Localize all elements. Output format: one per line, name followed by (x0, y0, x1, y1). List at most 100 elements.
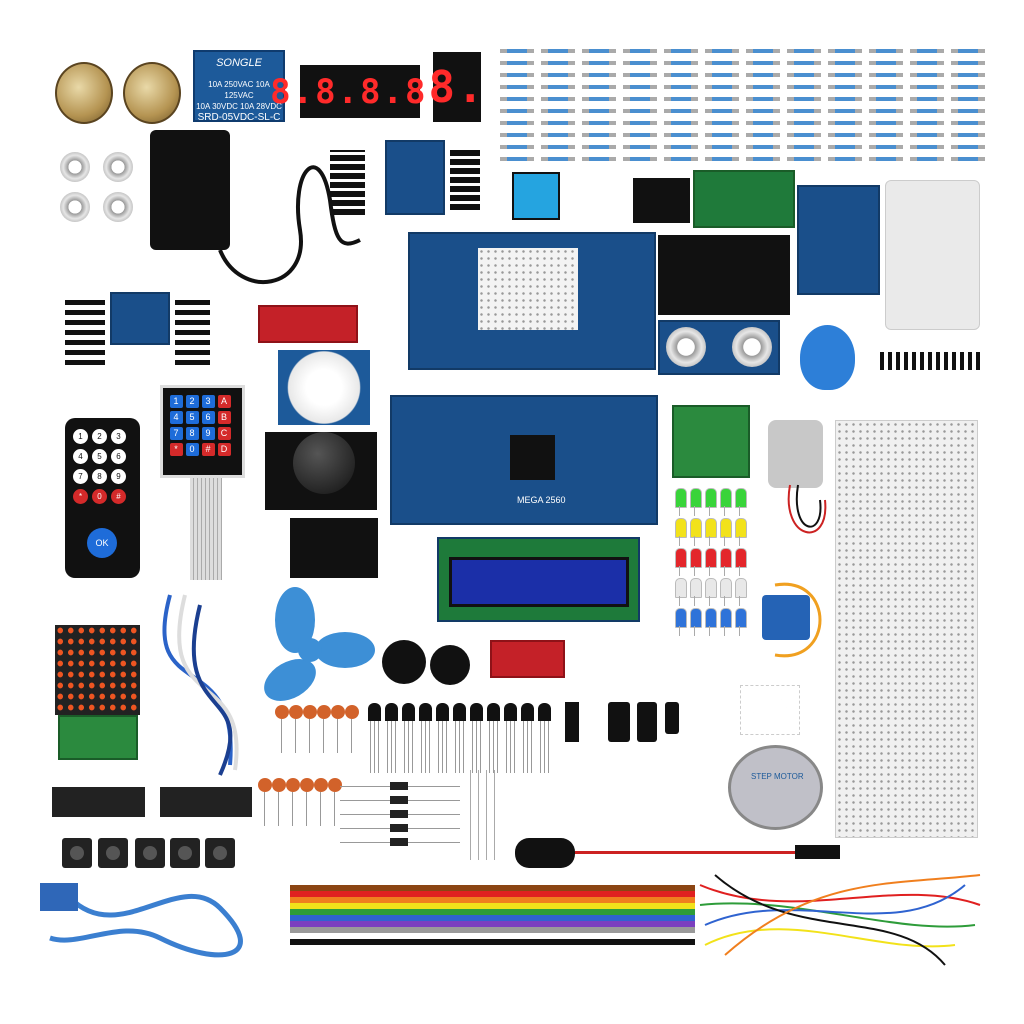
led-set (675, 488, 755, 638)
ceramic-capacitors-2 (258, 778, 342, 828)
transistor-legs (387, 721, 396, 773)
resistor (582, 73, 616, 77)
resistor (787, 133, 821, 137)
ceramic-capacitors (275, 705, 365, 755)
resistor (500, 133, 534, 137)
led-leg (709, 536, 710, 546)
led-leg (739, 596, 740, 606)
resistor (910, 61, 944, 65)
battery-cable (575, 851, 795, 854)
remote-key: 7 (73, 469, 88, 484)
resistor (705, 109, 739, 113)
servo-wire (774, 582, 822, 658)
accelerometer-module (110, 292, 170, 345)
resistor (787, 157, 821, 161)
keypad-key: 5 (185, 410, 199, 424)
led-leg (724, 566, 725, 576)
lcd-1602 (437, 537, 640, 622)
resistor (951, 73, 985, 77)
transistor (385, 703, 398, 721)
resistor (623, 49, 657, 53)
led-leg (709, 626, 710, 636)
microcontroller-chip (510, 435, 555, 480)
led (675, 548, 687, 568)
prototype-shield (408, 232, 656, 370)
resistor (828, 145, 862, 149)
led (705, 548, 717, 568)
resistor (623, 61, 657, 65)
led-leg (739, 566, 740, 576)
resistor (541, 85, 575, 89)
mega-2560-board: MEGA 2560 (390, 395, 658, 525)
ceramic-capacitor (331, 705, 345, 719)
resistor (828, 85, 862, 89)
resistor (623, 109, 657, 113)
led (705, 488, 717, 508)
resistor (705, 49, 739, 53)
remote-key: 2 (92, 429, 107, 444)
resistor (664, 97, 698, 101)
resistor (910, 157, 944, 161)
resistor (623, 85, 657, 89)
rfid-card (885, 180, 980, 330)
resistor (746, 49, 780, 53)
resistor (746, 109, 780, 113)
buzzer-2 (430, 645, 470, 685)
electrolytic-capacitor-1 (608, 702, 630, 742)
resistor (582, 61, 616, 65)
remote-key: * (73, 489, 88, 504)
resistor (787, 109, 821, 113)
relay-rating-1: 10A 250VAC 10A 125VAC (208, 80, 270, 100)
resistor (910, 145, 944, 149)
led-leg (709, 566, 710, 576)
resistor (582, 109, 616, 113)
resistor (951, 109, 985, 113)
resistor (541, 97, 575, 101)
resistor (623, 73, 657, 77)
sensor-module (633, 178, 690, 223)
resistor (910, 133, 944, 137)
diode (390, 824, 408, 832)
resistor (541, 73, 575, 77)
resistor (582, 133, 616, 137)
cap-leg (264, 792, 265, 826)
remote-key: 4 (73, 449, 88, 464)
led (675, 518, 687, 538)
push-button-1 (62, 838, 92, 868)
cap-leg (309, 719, 310, 753)
resistor (828, 157, 862, 161)
led-leg (694, 506, 695, 516)
resistor (951, 85, 985, 89)
transistor (470, 703, 483, 721)
ceramic-capacitor (345, 705, 359, 719)
resistor (951, 145, 985, 149)
led (675, 578, 687, 598)
keypad-key: * (169, 442, 183, 456)
potentiometer-2 (123, 62, 181, 124)
keypad-key: 2 (185, 394, 199, 408)
cap-leg (351, 719, 352, 753)
ceramic-capacitor (317, 705, 331, 719)
transistor (402, 703, 415, 721)
motor-wires (787, 484, 827, 534)
led (705, 578, 717, 598)
single-digit-display: 8. (429, 52, 484, 122)
transistor (521, 703, 534, 721)
resistor (705, 133, 739, 137)
resistor (869, 133, 903, 137)
adapter-cable (218, 165, 361, 285)
header-pins-2 (450, 150, 480, 210)
resistor (582, 97, 616, 101)
led (690, 488, 702, 508)
transistor-legs (455, 721, 464, 773)
resistor (787, 97, 821, 101)
stepper-label: STEP MOTOR (751, 772, 804, 781)
sound-sensor (258, 305, 358, 343)
transistor-legs (472, 721, 481, 773)
resistor-assortment (500, 45, 990, 170)
push-button-5 (205, 838, 235, 868)
led (720, 578, 732, 598)
resistor (869, 145, 903, 149)
header-pins (330, 150, 365, 215)
